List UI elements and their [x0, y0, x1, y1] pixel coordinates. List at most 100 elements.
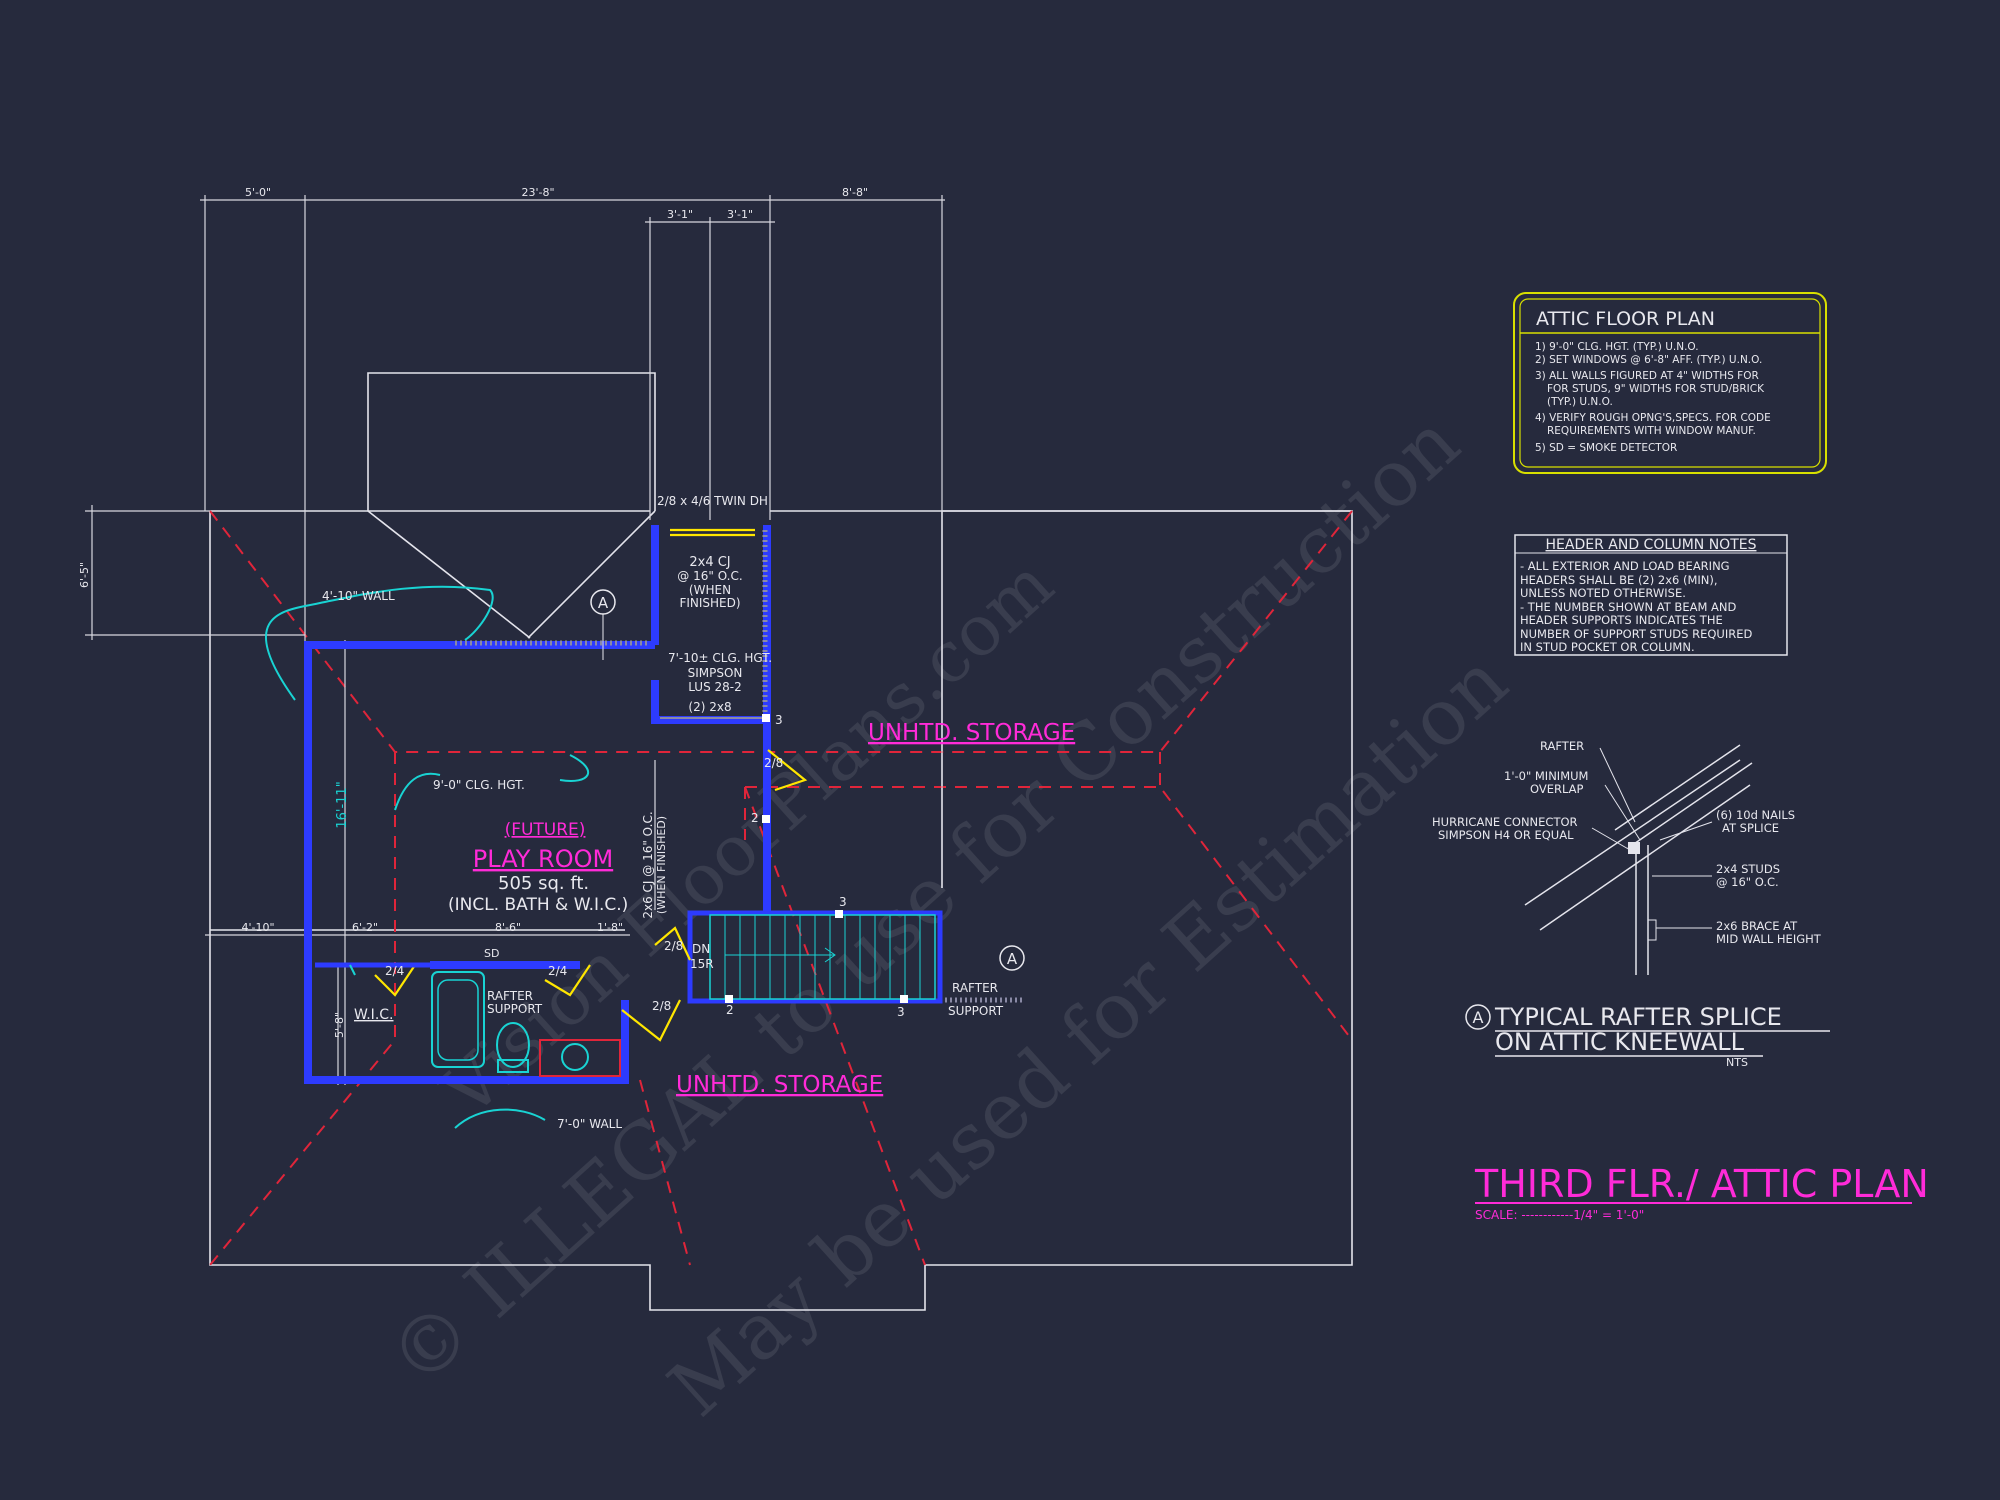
svg-text:MID WALL HEIGHT: MID WALL HEIGHT — [1716, 932, 1822, 946]
svg-text:FINISHED): FINISHED) — [679, 596, 740, 610]
svg-text:2) SET WINDOWS @ 6'-8" AFF. (T: 2) SET WINDOWS @ 6'-8" AFF. (TYP.) U.N.O… — [1535, 354, 1762, 366]
leader-lines — [264, 585, 590, 1129]
header-notes-title: HEADER AND COLUMN NOTES — [1546, 537, 1757, 553]
svg-text:15R: 15R — [690, 957, 714, 971]
window-label: 2/8 x 4/6 TWIN DH — [657, 494, 768, 508]
room-area: 505 sq. ft. — [498, 873, 589, 894]
vanity — [539, 1039, 621, 1077]
svg-text:1'-0" MINIMUM: 1'-0" MINIMUM — [1504, 769, 1588, 783]
svg-text:2/8: 2/8 — [764, 756, 783, 770]
dim-1-8: 1'-8" — [597, 921, 623, 934]
detail-marker: A — [1473, 1008, 1484, 1027]
dim-5-8: 5'-8" — [333, 1012, 346, 1038]
svg-text:@ 16" O.C.: @ 16" O.C. — [677, 569, 742, 583]
svg-text:HEADERS SHALL BE (2) 2x6 (MIN): HEADERS SHALL BE (2) 2x6 (MIN), — [1520, 573, 1718, 587]
building-outline — [209, 372, 1353, 1311]
roof-hip-lines — [209, 510, 1353, 1266]
svg-text:3) ALL WALLS FIGURED AT 4" WID: 3) ALL WALLS FIGURED AT 4" WIDTHS FOR — [1535, 370, 1759, 382]
svg-text:2: 2 — [751, 811, 759, 825]
section-marker-2: A — [999, 945, 1025, 971]
support-markers — [725, 714, 908, 1003]
svg-text:3: 3 — [839, 895, 847, 909]
svg-text:2x6 CJ @ 16" O.C.: 2x6 CJ @ 16" O.C. — [641, 811, 655, 918]
detail-title-1: TYPICAL RAFTER SPLICE — [1494, 1003, 1782, 1031]
svg-text:- THE NUMBER SHOWN AT BEAM AND: - THE NUMBER SHOWN AT BEAM AND — [1520, 600, 1736, 614]
magenta-room-labels: (FUTURE) PLAY ROOM UNHTD. STORAGE UNHTD.… — [473, 720, 1075, 1098]
svg-text:RAFTER: RAFTER — [1540, 739, 1584, 753]
svg-text:SUPPORT: SUPPORT — [487, 1002, 543, 1016]
dim-8-6: 8'-6" — [495, 921, 521, 934]
svg-text:IN STUD POCKET OR COLUMN.: IN STUD POCKET OR COLUMN. — [1520, 640, 1695, 654]
plan-labels: 2/8 x 4/6 TWIN DH 2x4 CJ @ 16" O.C. (WHE… — [322, 494, 1004, 1131]
plan-title: THIRD FLR./ ATTIC PLAN — [1474, 1162, 1929, 1206]
room-area-note: (INCL. BATH & W.I.C.) — [448, 895, 628, 915]
svg-text:FOR STUDS, 9" WIDTHS FOR STUD/: FOR STUDS, 9" WIDTHS FOR STUD/BRICK — [1547, 383, 1765, 395]
dim-6-5: 6'-5" — [78, 562, 91, 588]
svg-text:(TYP.) U.N.O.: (TYP.) U.N.O. — [1547, 396, 1613, 408]
door-swings — [374, 749, 808, 1042]
svg-text:2/8: 2/8 — [652, 999, 671, 1013]
svg-text:HEADER SUPPORTS INDICATES THE: HEADER SUPPORTS INDICATES THE — [1520, 613, 1723, 627]
section-marker-1: A — [590, 589, 616, 660]
play-room-label: PLAY ROOM — [473, 845, 613, 873]
dim-8-8: 8'-8" — [842, 186, 868, 199]
dim-5-0: 5'-0" — [245, 186, 271, 199]
svg-text:LUS 28-2: LUS 28-2 — [688, 680, 742, 694]
svg-text:(WHEN FINISHED): (WHEN FINISHED) — [655, 816, 668, 914]
svg-text:AT SPLICE: AT SPLICE — [1722, 821, 1779, 835]
wall-hatching — [455, 530, 1025, 1003]
svg-text:4) VERIFY ROUGH OPNG'S,SPECS.: 4) VERIFY ROUGH OPNG'S,SPECS. FOR CODE — [1535, 412, 1771, 424]
plan-title-block: THIRD FLR./ ATTIC PLAN SCALE: ----------… — [1474, 1162, 1929, 1222]
wall-4-10-label: 4'-10" WALL — [322, 589, 395, 603]
future-label: (FUTURE) — [505, 820, 586, 840]
svg-text:@ 16" O.C.: @ 16" O.C. — [1716, 875, 1779, 889]
svg-text:A: A — [598, 594, 609, 612]
svg-text:A: A — [1007, 950, 1018, 968]
detail-title-2: ON ATTIC KNEEWALL — [1495, 1028, 1745, 1056]
header-notes-box: HEADER AND COLUMN NOTES - ALL EXTERIOR A… — [1514, 534, 1788, 656]
svg-text:OVERLAP: OVERLAP — [1530, 782, 1584, 796]
svg-text:2x4 CJ: 2x4 CJ — [689, 555, 730, 570]
bathtub — [431, 971, 485, 1068]
wic-label: W.I.C. — [354, 1007, 394, 1023]
svg-text:1) 9'-0" CLG. HGT. (TYP.) U.N.: 1) 9'-0" CLG. HGT. (TYP.) U.N.O. — [1535, 341, 1699, 353]
dim-4-10: 4'-10" — [241, 921, 274, 934]
detail-nts: NTS — [1726, 1056, 1748, 1069]
svg-text:2x6 BRACE AT: 2x6 BRACE AT — [1716, 919, 1798, 933]
dim-6-2: 6'-2" — [352, 921, 378, 934]
dimension-lines — [85, 195, 945, 1085]
unheated-storage-2: UNHTD. STORAGE — [676, 1072, 883, 1098]
svg-text:2/4: 2/4 — [385, 964, 404, 978]
svg-text:2/8: 2/8 — [664, 939, 683, 953]
svg-text:REQUIREMENTS WITH WINDOW MANUF: REQUIREMENTS WITH WINDOW MANUF. — [1547, 425, 1756, 437]
plan-scale: SCALE: ------------1/4" = 1'-0" — [1475, 1208, 1644, 1222]
rafter-splice-detail: RAFTER 1'-0" MINIMUM OVERLAP HURRICANE C… — [1432, 739, 1830, 1069]
toilet — [496, 1022, 530, 1068]
smoke-detector: SD — [484, 947, 499, 960]
svg-text:(WHEN: (WHEN — [689, 583, 731, 597]
stairs — [709, 914, 936, 1000]
dimension-labels: 5'-0" 23'-8" 3'-1" 3'-1" 8'-8" 6'-5" 4'-… — [78, 186, 868, 1038]
svg-text:SIMPSON: SIMPSON — [688, 666, 743, 680]
room-walls — [304, 525, 943, 1084]
svg-text:SIMPSON H4 OR EQUAL: SIMPSON H4 OR EQUAL — [1438, 828, 1574, 842]
svg-text:2: 2 — [726, 1003, 734, 1017]
clg-hgt-7-10: 7'-10± CLG. HGT. — [668, 651, 772, 665]
svg-text:NUMBER OF SUPPORT STUDS REQUIR: NUMBER OF SUPPORT STUDS REQUIRED — [1520, 627, 1752, 641]
dim-3-1-a: 3'-1" — [667, 208, 693, 221]
svg-text:SUPPORT: SUPPORT — [948, 1004, 1004, 1018]
svg-text:5) SD = SMOKE DETECTOR: 5) SD = SMOKE DETECTOR — [1535, 442, 1677, 454]
svg-text:(6) 10d NAILS: (6) 10d NAILS — [1716, 808, 1795, 822]
svg-text:- ALL EXTERIOR AND LOAD BEARIN: - ALL EXTERIOR AND LOAD BEARING — [1520, 559, 1730, 573]
dim-16-11: 16'-11" — [335, 781, 350, 828]
svg-text:RAFTER: RAFTER — [952, 981, 998, 995]
svg-text:HURRICANE CONNECTOR: HURRICANE CONNECTOR — [1432, 815, 1578, 829]
svg-text:DN: DN — [692, 942, 710, 956]
clg-hgt-9-0: 9'-0" CLG. HGT. — [433, 778, 525, 792]
svg-text:UNLESS NOTED OTHERWISE.: UNLESS NOTED OTHERWISE. — [1520, 586, 1686, 600]
unheated-storage-1: UNHTD. STORAGE — [868, 720, 1075, 746]
wall-7-0-label: 7'-0" WALL — [557, 1117, 622, 1131]
dim-3-1-b: 3'-1" — [727, 208, 753, 221]
dim-23-8: 23'-8" — [521, 186, 554, 199]
